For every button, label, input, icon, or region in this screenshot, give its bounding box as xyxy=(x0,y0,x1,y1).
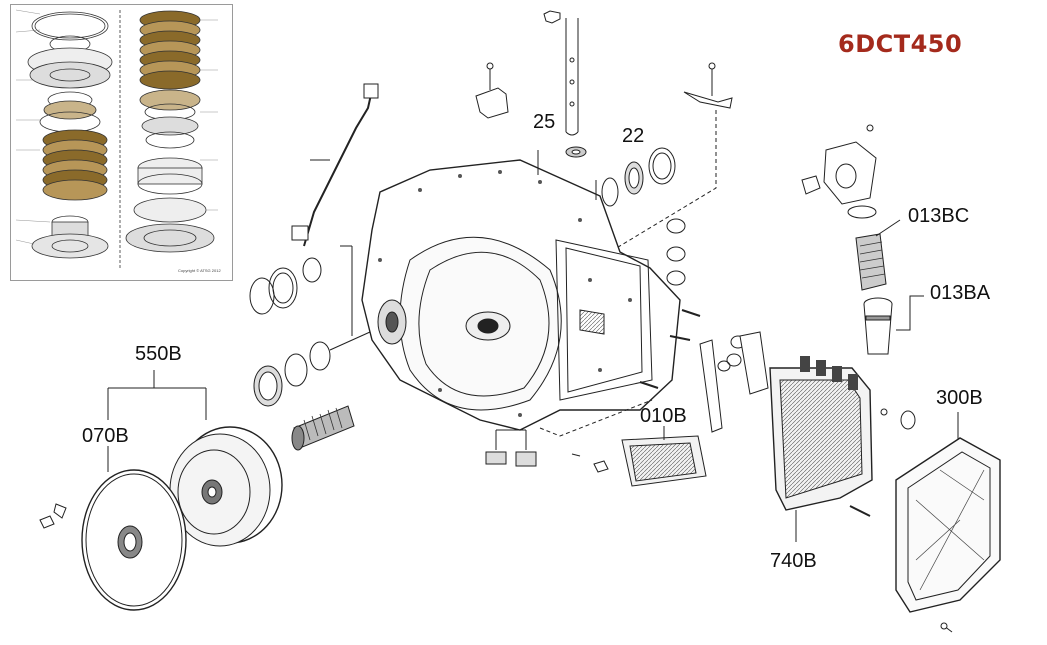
cooler-bracket xyxy=(801,141,877,205)
part-label-550b: 550B xyxy=(135,343,182,365)
part-label-25: 25 xyxy=(533,111,556,133)
gasket-strips xyxy=(699,331,769,433)
input-seals-left xyxy=(249,245,371,407)
part-label-300b: 300B xyxy=(936,387,983,409)
part-label-740b: 740B xyxy=(770,550,817,572)
model-title: 6DCT450 xyxy=(838,30,963,58)
part-label-22: 22 xyxy=(622,125,645,147)
o-ring-stack xyxy=(666,205,916,430)
sensor-harness xyxy=(291,83,379,247)
oil-pan-300b xyxy=(895,412,1001,633)
part-label-013bc: 013BC xyxy=(908,205,970,227)
inset-clutch-stack-right xyxy=(139,10,201,90)
dowel-pins xyxy=(639,124,888,517)
spline-coupler xyxy=(291,405,355,451)
inset-clutch-stack-left xyxy=(42,129,108,201)
filter-element-013bc xyxy=(855,219,901,291)
clutch-drum-550b xyxy=(107,370,283,547)
clutch-plate-070b xyxy=(39,446,187,611)
top-bracket xyxy=(475,62,733,259)
oil-filter-010b xyxy=(621,426,707,487)
valve-body-740b xyxy=(769,356,873,542)
inset-clutch-exploded-view xyxy=(15,9,218,270)
part-label-070b: 070B xyxy=(82,425,129,447)
transmission-case xyxy=(361,150,681,437)
filter-housing-013ba xyxy=(863,295,924,355)
shift-shaft xyxy=(543,10,587,158)
drain-plugs xyxy=(485,429,609,473)
part-label-013ba: 013BA xyxy=(930,282,991,304)
seal-rings-22 xyxy=(601,147,676,207)
inset-frame xyxy=(10,4,233,281)
part-label-010b: 010B xyxy=(640,405,687,427)
inset-copyright: Copyright © ATSG 2012 xyxy=(178,268,221,273)
